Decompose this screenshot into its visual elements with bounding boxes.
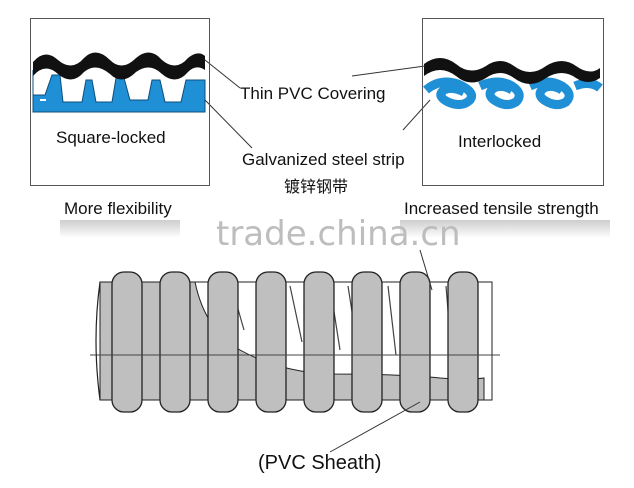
- watermark: trade.china.cn: [216, 214, 461, 254]
- square-locked-box: [30, 18, 210, 186]
- galvanized-cn-label: 镀锌钢带: [284, 177, 349, 196]
- square-locked-profile: [32, 52, 206, 113]
- interlocked-label: Interlocked: [458, 132, 542, 151]
- more-flexibility-label: More flexibility: [64, 199, 172, 218]
- thin-pvc-label: Thin PVC Covering: [240, 84, 386, 103]
- reflection-right: [400, 220, 610, 238]
- leader-lines: [204, 59, 431, 149]
- reflection-left: [60, 220, 180, 238]
- galvanized-label: Galvanized steel strip: [242, 150, 405, 169]
- square-locked-label: Square-locked: [56, 128, 166, 147]
- interlocked-profile: [423, 58, 603, 110]
- tensile-strength-label: Increased tensile strength: [404, 199, 599, 218]
- pvc-sheath-label: (PVC Sheath): [258, 452, 382, 474]
- interlocked-box: [422, 18, 604, 186]
- hose-body: [90, 249, 500, 453]
